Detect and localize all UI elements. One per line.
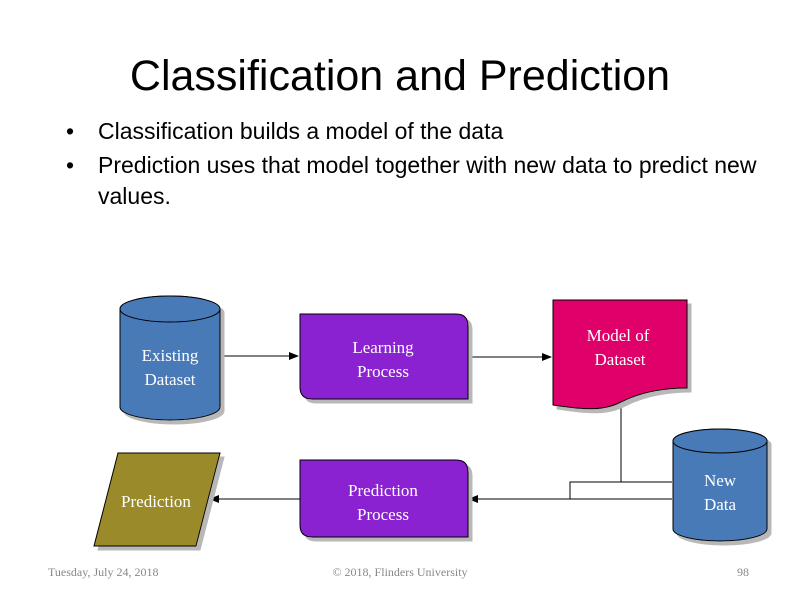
bullet-item: • Prediction uses that model together wit…: [62, 150, 762, 212]
existing-dataset-label-1: Existing: [142, 346, 199, 365]
bullet-item: • Classification builds a model of the da…: [62, 116, 762, 147]
model-of-dataset-shape: [552, 299, 688, 410]
prediction-label: Prediction: [121, 492, 191, 511]
new-data-cylinder-top: [672, 428, 768, 454]
footer-date: Tuesday, July 24, 2018: [48, 565, 159, 579]
prediction-node: Prediction: [93, 452, 221, 547]
model-of-dataset-label-2: Dataset: [595, 350, 646, 369]
prediction-process-node: Prediction Process: [299, 459, 469, 538]
new-data-label-1: New: [704, 471, 737, 490]
prediction-shape: [93, 452, 221, 547]
learning-process-node: Learning Process: [299, 313, 469, 400]
model-of-dataset-node: Model of Dataset: [552, 299, 688, 410]
learning-process-label-2: Process: [357, 362, 409, 381]
existing-dataset-node: Existing Dataset: [119, 295, 221, 421]
connectors: [209, 352, 672, 503]
bullet-icon: •: [66, 118, 75, 144]
existing-dataset-cylinder-top: [119, 295, 221, 323]
learning-process-label-1: Learning: [352, 338, 414, 357]
learning-process-shape: [299, 313, 469, 400]
prediction-process-label-2: Process: [357, 505, 409, 524]
slide-title: Classification and Prediction: [129, 52, 671, 100]
model-of-dataset-label-1: Model of: [587, 326, 650, 345]
connector-model-to-junction: [569, 408, 622, 499]
bullet-text: Prediction uses that model together with…: [98, 152, 757, 209]
prediction-process-shape: [299, 459, 469, 538]
prediction-process-label-1: Prediction: [348, 481, 418, 500]
bullet-text: Classification builds a model of the dat…: [98, 118, 504, 144]
bullet-icon: •: [66, 152, 75, 178]
footer-page-number: 98: [737, 565, 749, 579]
new-data-node: New Data: [672, 428, 768, 542]
footer-copyright: © 2018, Flinders University: [332, 565, 468, 579]
bullet-list: • Classification builds a model of the da…: [62, 116, 762, 215]
new-data-label-2: Data: [704, 495, 737, 514]
existing-dataset-label-2: Dataset: [145, 370, 196, 389]
